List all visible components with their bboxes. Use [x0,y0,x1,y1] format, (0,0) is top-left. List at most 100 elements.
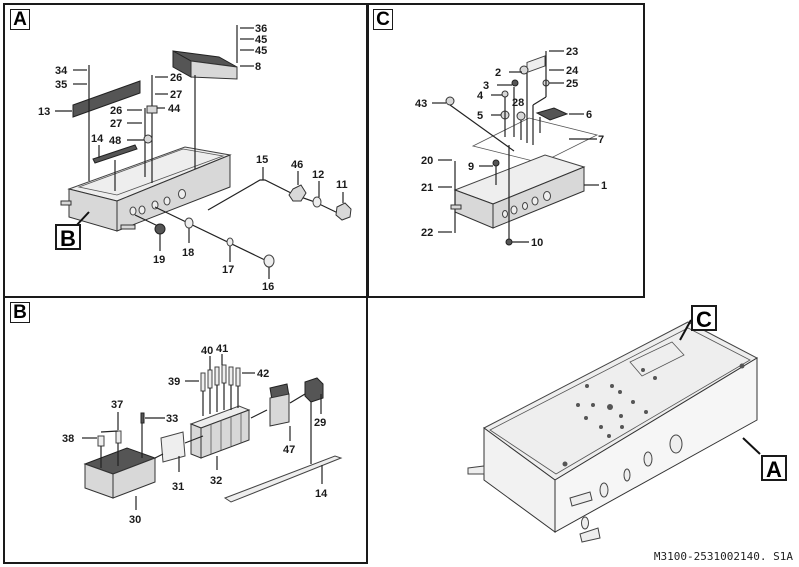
enclosure-base [60,146,232,232]
cap-11 [335,202,352,221]
callout-1: 1 [601,180,607,192]
callout-34: 34 [55,65,68,77]
plug-43 [445,96,455,106]
callout-4: 4 [477,90,484,102]
relay-47 [269,383,290,427]
rail-14 [92,144,138,164]
panel-c: C [367,3,645,298]
part-3 [511,79,519,87]
cover-6 [535,107,569,121]
part-38 [97,435,105,447]
callout-5: 5 [477,110,483,122]
callout-15: 15 [256,154,268,166]
callout-6: 6 [586,109,592,121]
nut-18 [184,217,194,229]
callout-42: 42 [257,368,269,380]
callout-33: 33 [166,413,178,425]
part-37 [115,430,122,444]
ref-b-tag[interactable]: B [55,224,81,251]
callout-44: 44 [168,103,181,115]
oring-12 [312,196,322,208]
callout-2: 2 [495,67,501,79]
plate-7 [471,117,599,164]
drawing-id: M3100-2531002140. S1A [653,550,793,563]
callout-26b: 26 [110,105,122,117]
callout-12: 12 [312,169,324,181]
panel-b-tag: B [10,302,30,323]
part-4 [501,90,509,98]
enclosure-overview [467,321,759,543]
part-9 [492,159,500,167]
callout-35: 35 [55,79,67,91]
callout-18: 18 [182,247,194,259]
callout-17: 17 [222,264,234,276]
callout-14: 14 [315,488,328,500]
ref-a-leader [742,437,761,455]
callout-37: 37 [111,399,123,411]
callout-10: 10 [531,237,543,249]
ref-a-tag[interactable]: A [761,455,787,482]
callout-3: 3 [483,80,489,92]
plug-16 [263,254,275,268]
part-28 [516,111,526,121]
callout-22: 22 [421,227,433,239]
rail-14 [223,455,343,503]
callout-26a: 26 [170,72,182,84]
callout-24: 24 [566,65,579,77]
callout-31: 31 [172,481,184,493]
callout-29: 29 [314,417,326,429]
callout-9: 9 [468,161,474,173]
callout-13: 13 [38,106,50,118]
panel-c-drawing: 23 2 24 3 25 4 28 43 5 6 7 20 9 1 21 22 … [415,46,607,249]
callout-27a: 27 [170,89,182,101]
callout-40: 40 [201,345,213,357]
callout-45a: 45 [255,34,267,46]
panel-c-tag: C [373,9,393,30]
part-29 [304,377,324,403]
button-2 [519,65,529,75]
callout-41: 41 [216,343,228,355]
callout-19: 19 [153,254,165,266]
panel-a-tag: A [10,9,30,30]
panel-a-drawing: 36 45 45 8 34 35 26 27 13 26 44 27 14 48… [38,23,352,293]
callout-25: 25 [566,78,578,90]
end-plate-31 [160,431,186,463]
top-module-8 [172,50,238,80]
callout-36: 36 [255,23,267,35]
display-window [629,341,685,377]
callout-27b: 27 [110,118,122,130]
callout-23: 23 [566,46,578,58]
callout-21: 21 [421,182,433,194]
enclosure-1 [453,154,586,229]
part-10 [505,238,513,246]
part-33 [140,412,145,424]
callout-7: 7 [598,134,604,146]
callout-20: 20 [421,155,433,167]
callout-8: 8 [255,61,261,73]
callout-39: 39 [168,376,180,388]
callout-30: 30 [129,514,141,526]
fuses [200,364,241,392]
callout-47: 47 [283,444,295,456]
relay-block-32 [189,405,251,459]
gland-nut-46 [288,184,307,202]
callout-11: 11 [336,179,348,191]
callout-16: 16 [262,281,274,293]
callout-43: 43 [415,98,427,110]
gland-19 [154,223,166,235]
callout-38: 38 [62,433,74,445]
callout-32: 32 [210,475,222,487]
callout-45b: 45 [255,45,267,57]
callout-46: 46 [291,159,303,171]
panel-b-drawing: 40 41 39 42 37 33 38 47 29 31 32 14 30 [62,343,343,526]
terminal-block-30 [83,447,157,499]
callout-28: 28 [512,97,524,109]
callout-48: 48 [109,135,121,147]
callout-14: 14 [91,133,104,145]
panel-b: B [3,296,368,564]
ref-c-tag[interactable]: C [691,305,717,332]
ring-17 [226,237,234,247]
panel-a: A [3,3,368,298]
ref-c-leader [679,319,692,341]
terminal-strip-13 [72,80,141,118]
